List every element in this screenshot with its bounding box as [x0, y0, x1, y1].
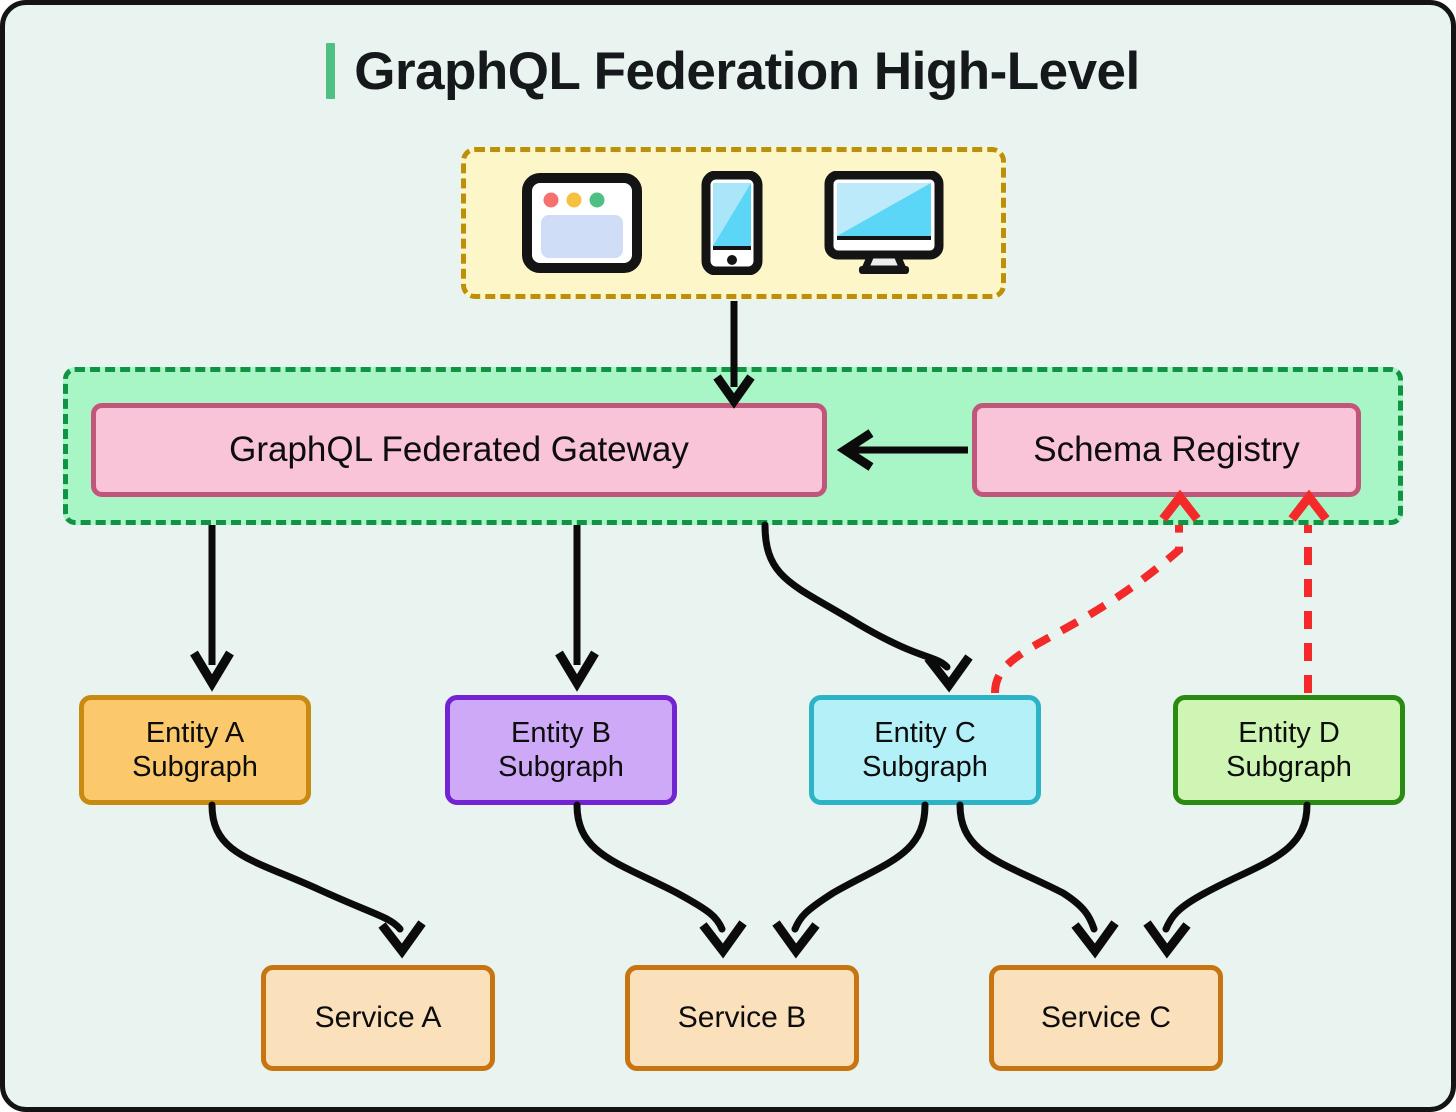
- entity-a-subgraph-label-line1: Entity A: [145, 716, 245, 749]
- entity-d-subgraph-node[interactable]: Entity D Subgraph: [1173, 695, 1405, 805]
- edge-gateway-to-entity-c: [761, 521, 973, 693]
- title-accent-bar: [326, 43, 336, 99]
- mobile-phone-icon: [701, 171, 763, 275]
- service-b-node[interactable]: Service B: [625, 965, 859, 1071]
- service-a-label: Service A: [314, 1001, 442, 1035]
- schema-registry-node[interactable]: Schema Registry: [972, 403, 1361, 497]
- entity-a-subgraph-node[interactable]: Entity A Subgraph: [79, 695, 311, 805]
- edge-entity-d-to-registry-dashed: [1288, 489, 1330, 693]
- edge-gateway-to-entity-a: [190, 525, 234, 692]
- entity-a-subgraph-label-line2: Subgraph: [132, 751, 258, 783]
- client-devices-group: [461, 147, 1006, 299]
- edge-gateway-to-entity-b: [555, 525, 599, 692]
- browser-window-icon: [521, 173, 642, 273]
- desktop-monitor-icon: [823, 171, 945, 275]
- entity-d-subgraph-label-line1: Entity D: [1238, 716, 1340, 749]
- edge-entity-b-to-service-b: [573, 801, 747, 959]
- entity-c-subgraph-label-line1: Entity C: [874, 716, 976, 749]
- entity-b-subgraph-label-line1: Entity B: [511, 716, 611, 749]
- entity-b-subgraph-label-line2: Subgraph: [498, 751, 624, 783]
- edge-entity-a-to-service-a: [208, 801, 426, 959]
- service-b-label: Service B: [677, 1001, 807, 1035]
- entity-c-subgraph-node[interactable]: Entity C Subgraph: [809, 695, 1041, 805]
- entity-c-subgraph-label-line2: Subgraph: [862, 751, 988, 783]
- service-a-node[interactable]: Service A: [261, 965, 495, 1071]
- title-label: GraphQL Federation High-Level: [354, 41, 1140, 101]
- edge-entity-c-to-service-b: [772, 801, 929, 959]
- service-c-node[interactable]: Service C: [989, 965, 1223, 1071]
- entity-b-subgraph-node[interactable]: Entity B Subgraph: [445, 695, 677, 805]
- service-c-label: Service C: [1040, 1001, 1172, 1035]
- gateway-node[interactable]: GraphQL Federated Gateway: [91, 403, 827, 497]
- gateway-label: GraphQL Federated Gateway: [229, 430, 689, 470]
- entity-d-subgraph-label-line2: Subgraph: [1226, 751, 1352, 783]
- page-title: GraphQL Federation High-Level: [5, 35, 1451, 107]
- edge-entity-c-to-service-c: [956, 801, 1119, 959]
- schema-registry-label: Schema Registry: [1033, 430, 1300, 470]
- edge-entity-c-to-registry-dashed: [991, 489, 1201, 694]
- edge-entity-d-to-service-c: [1143, 801, 1311, 959]
